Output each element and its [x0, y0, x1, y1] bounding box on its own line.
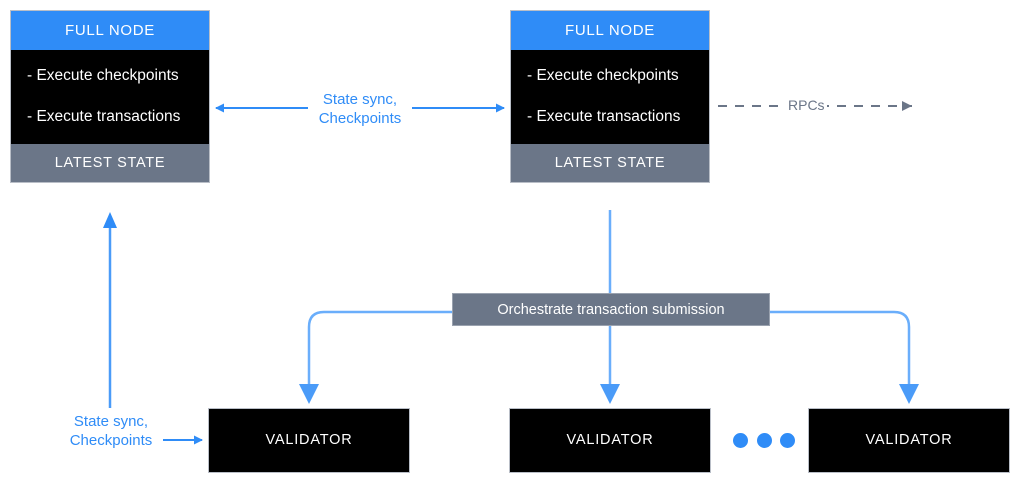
full-node-right-body: - Execute checkpoints - Execute transact…: [511, 50, 709, 145]
validator-node-3: VALIDATOR: [808, 408, 1010, 473]
edge-orchestrate-validator-2: [600, 326, 620, 404]
edge-label-state-sync-top-line2: Checkpoints: [318, 110, 402, 127]
edge-orchestrate-validator-1: [299, 310, 452, 404]
edge-label-state-sync-bottom-line1: State sync,: [73, 413, 149, 430]
ellipsis-dot-2: [756, 432, 772, 448]
full-node-right-bullet-2: - Execute transactions: [527, 108, 681, 126]
full-node-right-bullet-1: - Execute checkpoints: [527, 67, 679, 84]
full-node-left-bullet-1: - Execute checkpoints: [27, 67, 179, 84]
edge-label-state-sync-top-line1: State sync,: [322, 91, 398, 108]
edge-label-state-sync-bottom: State sync, Checkpoints: [60, 412, 162, 450]
full-node-left-bullet-2: - Execute transactions: [27, 108, 181, 126]
edge-orchestrate-validator-3: [770, 310, 919, 404]
full-node-right-header: FULL NODE: [511, 11, 709, 50]
full-node-left-header: FULL NODE: [11, 11, 209, 50]
orchestrate-transaction-submission-box: Orchestrate transaction submission: [452, 293, 770, 326]
validator-node-2: VALIDATOR: [509, 408, 711, 473]
full-node-left-footer: LATEST STATE: [11, 144, 209, 183]
edge-label-state-sync-top: State sync, Checkpoints: [310, 90, 410, 128]
full-node-left-body: - Execute checkpoints - Execute transact…: [11, 50, 209, 145]
edge-label-rpcs: RPCs: [786, 97, 827, 113]
full-node-right: FULL NODE - Execute checkpoints - Execut…: [510, 10, 710, 184]
validators-ellipsis-icon: [733, 432, 795, 448]
edge-label-state-sync-bottom-line2: Checkpoints: [69, 432, 153, 449]
full-node-right-footer: LATEST STATE: [511, 144, 709, 183]
edge-validator-to-fullnode: [103, 212, 117, 408]
ellipsis-dot-1: [733, 432, 748, 448]
full-node-left: FULL NODE - Execute checkpoints - Execut…: [10, 10, 210, 184]
validator-node-1: VALIDATOR: [208, 408, 410, 473]
ellipsis-dot-3: [780, 432, 795, 448]
